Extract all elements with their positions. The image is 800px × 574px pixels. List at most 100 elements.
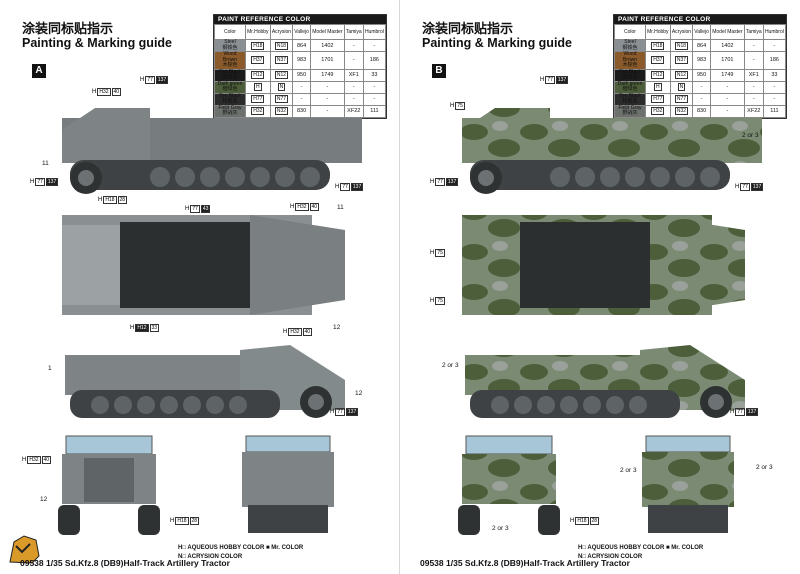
product-footer: 09538 1/35 Sd.Kfz.8 (DB9)Half-Track Arti… [20, 558, 230, 568]
cell-vallejo: 864 [292, 39, 312, 52]
cell-acr: N32 [269, 104, 294, 118]
front-view [458, 435, 560, 535]
page-scheme-b: 涂装同标贴指示 Painting & Marking guide B PAINT… [400, 0, 800, 574]
rear-view [242, 435, 334, 533]
cell-vallejo: 830 [692, 104, 712, 118]
top-view [62, 215, 345, 315]
part-number-12-top: 12 [333, 324, 341, 331]
cell-humbrol: - [762, 92, 787, 106]
part-number-11-side: 11 [42, 160, 49, 167]
cell-acr: N12 [269, 68, 294, 82]
cell-humbrol: - [362, 39, 387, 52]
rear-view [642, 435, 734, 533]
cell-mr: H32 [645, 104, 671, 118]
cell-acr: N32 [669, 104, 694, 118]
part-number-12-front: 12 [40, 496, 48, 503]
page-title-cn: 涂装同标贴指示 [22, 22, 114, 37]
part-number-11-top: 11 [337, 204, 344, 211]
page-title-en: Painting & Marking guide [22, 36, 173, 50]
cell-acr: N37 [269, 51, 294, 70]
page-title-en: Painting & Marking guide [422, 36, 573, 50]
top-view [462, 215, 745, 315]
paint-reference-header: PAINT REFERENCE COLOR [614, 15, 786, 24]
cell-acr: N77 [669, 92, 694, 106]
product-footer: 09538 1/35 Sd.Kfz.8 (DB9)Half-Track Arti… [420, 558, 630, 568]
cell-vallejo: 983 [292, 51, 312, 70]
cell-vallejo: 830 [292, 104, 312, 118]
color-legend: H□ AQUEOUS HOBBY COLOR ■ Mr. COLOR N□ AC… [178, 545, 304, 560]
cell-vallejo: 864 [692, 39, 712, 52]
scheme-label: A [32, 64, 46, 78]
cell-mr: H37 [645, 51, 671, 70]
part-number-12-side: 12 [355, 390, 363, 397]
paint-reference-table: PAINT REFERENCE COLOR Color Mr.Hobby Acr… [613, 14, 787, 119]
page-scheme-a: 涂装同标贴指示 Painting & Marking guide A PAINT… [9, 14, 387, 568]
part-number-1: 1 [48, 365, 52, 372]
paint-reference-table: PAINT REFERENCE COLOR Color Mr.Hobby Acr… [213, 14, 387, 119]
part-number-2or3-d: 2 or 3 [756, 464, 773, 471]
side-view-right [465, 345, 745, 418]
part-number-2or3-b: 2 or 3 [442, 362, 459, 369]
cell-acr: N18 [669, 39, 694, 52]
cell-vallejo: - [692, 92, 712, 106]
cell-acr: N18 [269, 39, 294, 52]
cell-mr: H77 [245, 92, 271, 106]
vehicle-drawings-camo [458, 108, 762, 535]
trumpeter-logo [9, 535, 40, 564]
part-number-2or3-c: 2 or 3 [620, 467, 637, 474]
cell-tamiya: XF22 [743, 104, 764, 118]
cell-tamiya: - [743, 39, 764, 52]
side-view-right [65, 345, 345, 418]
part-number-2or3-a: 2 or 3 [742, 132, 759, 139]
part-number-2or3-e: 2 or 3 [492, 525, 509, 532]
front-view [58, 435, 160, 535]
cell-humbrol: 33 [362, 68, 387, 82]
cell-mm: - [710, 104, 745, 118]
scheme-label: B [432, 64, 446, 78]
cell-humbrol: - [762, 39, 787, 52]
cell-humbrol: 111 [762, 104, 787, 118]
color-legend: H□ AQUEOUS HOBBY COLOR ■ Mr. COLOR N□ AC… [578, 545, 704, 560]
cell-acr: N77 [269, 92, 294, 106]
side-view-left [462, 108, 762, 194]
cell-acr: N [269, 80, 294, 94]
vehicle-drawings [58, 108, 362, 535]
side-view-left [62, 108, 362, 194]
